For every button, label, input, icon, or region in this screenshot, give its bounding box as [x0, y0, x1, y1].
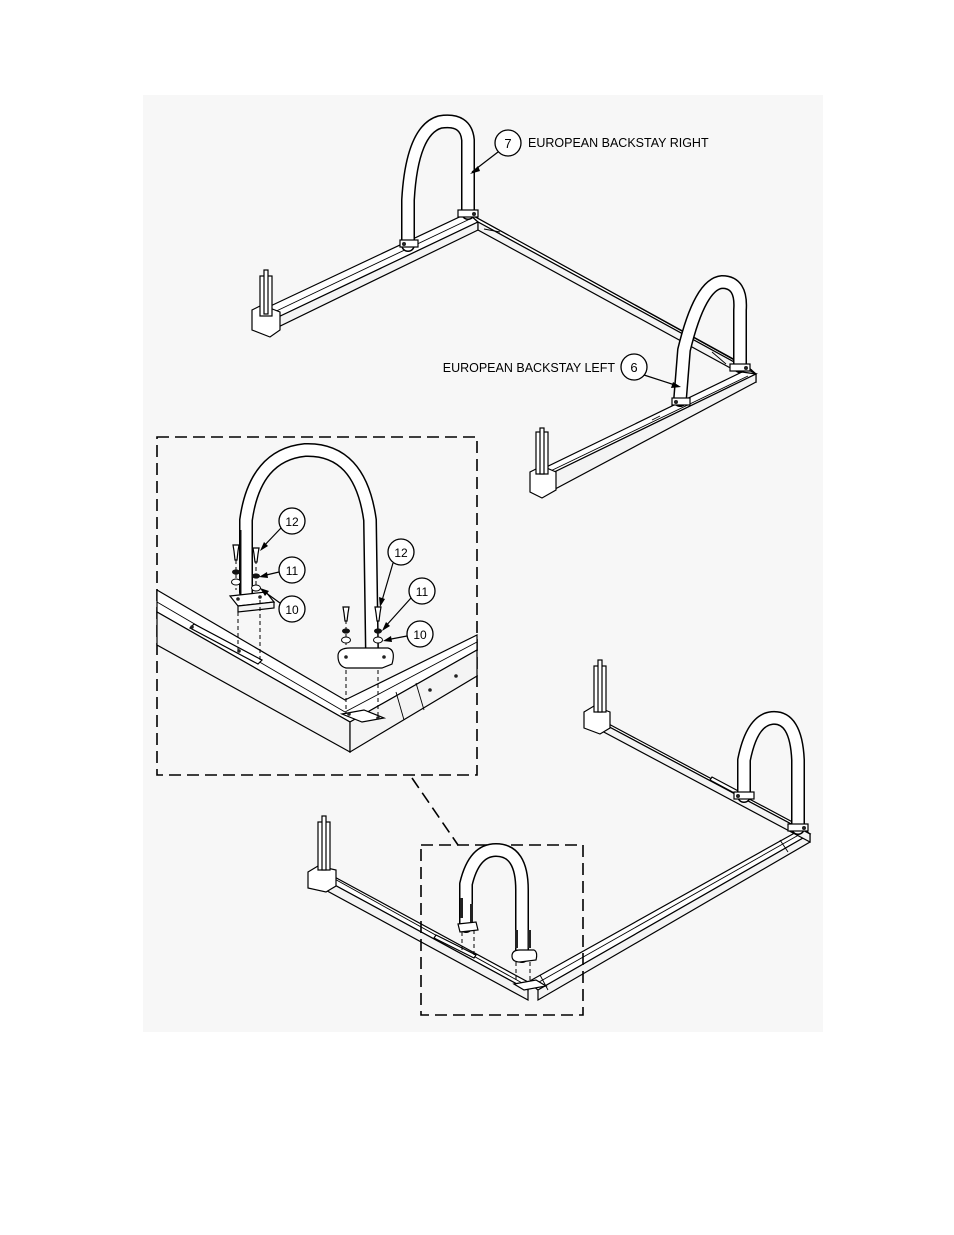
detail-callout-10-right-number: 10 [413, 628, 427, 642]
detail-callout-11-right-number: 11 [416, 585, 429, 599]
detail-callout-11-left-number: 11 [286, 564, 299, 578]
callout-6-number: 6 [630, 360, 637, 375]
callout-6-label: EUROPEAN BACKSTAY LEFT [443, 361, 616, 375]
detail-callout-12-right-number: 12 [394, 546, 408, 560]
detail-callout-12-left-number: 12 [285, 515, 299, 529]
callout-7-label: EUROPEAN BACKSTAY RIGHT [528, 136, 709, 150]
callout-7-number: 7 [504, 136, 511, 151]
detail-callout-10-left-number: 10 [285, 603, 299, 617]
